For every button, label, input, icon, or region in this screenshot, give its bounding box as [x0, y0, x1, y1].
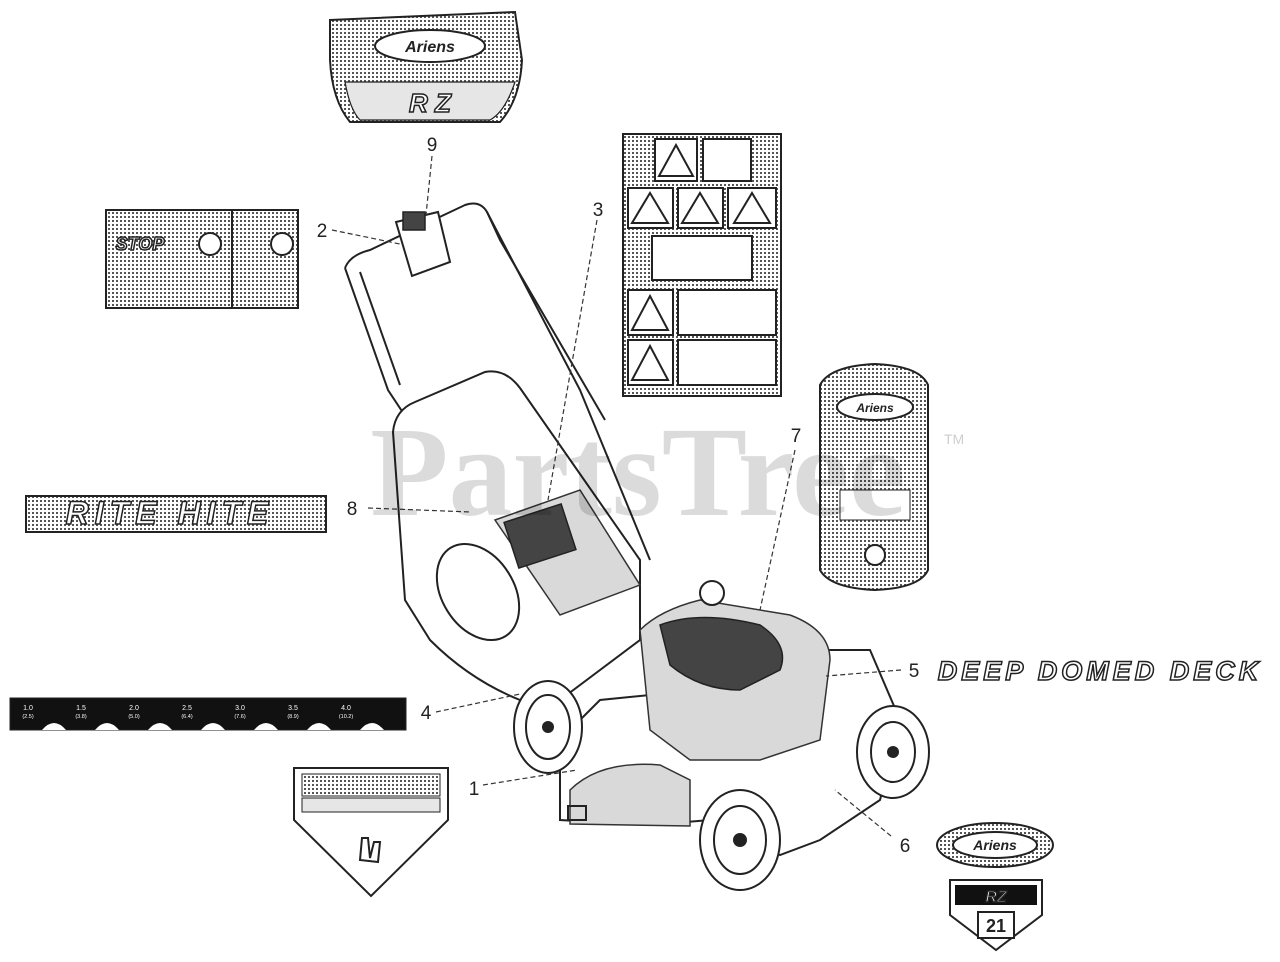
height-mark-metric-label: (10.2) [339, 714, 354, 720]
height-mark-label: 3.5 [288, 705, 298, 712]
stop-label: STOP [116, 234, 166, 254]
deck-warning-decal[interactable] [293, 767, 449, 898]
height-notch [360, 723, 384, 730]
brand-logo-oval [374, 29, 486, 63]
front-bumper [569, 763, 691, 827]
callout-8[interactable]: 8 [347, 499, 358, 520]
rite-hite-text: RITE HITE [66, 495, 275, 531]
badge-logo-text: Ariens [972, 837, 1017, 853]
height-notch [307, 723, 331, 730]
engine-run-icon [270, 232, 294, 256]
engine-shroud [659, 616, 784, 691]
height-notch [201, 723, 225, 730]
height-mark-metric-label: (3.8) [75, 714, 86, 720]
engine-icon [198, 232, 222, 256]
watermark: PartsTree TM [370, 401, 964, 543]
height-notch [95, 723, 119, 730]
height-mark-label: 4.0 [341, 705, 351, 712]
warning-triangle-icon [657, 142, 695, 177]
height-mark-metric-label: (7.6) [234, 714, 245, 720]
deep-domed-deck-text: DEEP DOMED DECK [938, 656, 1263, 686]
hazard-icon-3 [732, 191, 772, 224]
hazard-icon-1 [630, 191, 670, 224]
height-notch [254, 723, 278, 730]
callout-labels: 9 2 3 4 5 6 7 8 1 [317, 135, 920, 857]
warning-decal[interactable] [622, 133, 782, 397]
hazard-icon-2 [680, 191, 720, 224]
height-mark-metric-label: (2.5) [22, 714, 33, 720]
height-mark-label: 1.0 [23, 705, 33, 712]
watermark-text: PartsTree [370, 401, 905, 543]
watermark-tm: TM [944, 431, 964, 447]
height-mark-label: 2.5 [182, 705, 192, 712]
hazard-icon-5 [630, 343, 670, 381]
callout-2[interactable]: 2 [317, 221, 328, 242]
shroud-circle-icon [864, 544, 886, 566]
brand-logo-text: Ariens [404, 39, 455, 56]
handle-right [344, 202, 651, 561]
height-mark-label: 2.0 [129, 705, 139, 712]
front-right-wheel [856, 705, 930, 799]
rz-mark: R Z [409, 88, 452, 118]
brand-shield-decal[interactable]: Ariens R Z [329, 10, 524, 123]
height-scale-decal[interactable]: 1.0 (2.5) 1.5 (3.8) 2.0 (5.0) 2.5 (6.4) 3.0 (7.6)… [9, 697, 407, 731]
mower-illustration[interactable] [344, 202, 930, 891]
rite-hite-decal[interactable]: RITE HITE [25, 494, 327, 533]
front-left-wheel [699, 789, 781, 891]
height-mark-metric-label: (6.4) [181, 714, 192, 720]
callout-6[interactable]: 6 [900, 836, 911, 857]
leader-lines [331, 155, 902, 837]
pictogram-panel-1 [677, 289, 777, 336]
height-notch [148, 723, 172, 730]
callout-4[interactable]: 4 [421, 703, 432, 724]
callout-7[interactable]: 7 [791, 426, 802, 447]
hazard-icon-4 [630, 293, 670, 331]
hand-hazard-icon [358, 837, 382, 864]
height-mark-metric-label: (8.9) [287, 714, 298, 720]
height-mark-label: 3.0 [235, 705, 245, 712]
shroud-logo-text: Ariens [855, 401, 894, 415]
model-number: 21 [986, 916, 1006, 936]
height-mark-label: 1.5 [76, 705, 86, 712]
engine-shroud-decal[interactable]: Ariens [819, 362, 929, 592]
callout-9[interactable]: 9 [427, 135, 438, 156]
pictogram-panel-2 [677, 339, 777, 386]
height-notch [42, 723, 66, 730]
fuel-cap [699, 580, 725, 606]
deep-domed-deck-decal[interactable]: DEEP DOMED DECK [937, 655, 1263, 687]
callout-3[interactable]: 3 [593, 200, 604, 221]
control-decal[interactable]: STOP [105, 209, 299, 309]
callout-1[interactable]: 1 [469, 779, 480, 800]
callout-5[interactable]: 5 [909, 661, 920, 682]
height-mark-metric-label: (5.0) [128, 714, 139, 720]
instruction-icons-panel [651, 235, 753, 281]
rear-left-wheel [513, 680, 583, 774]
model-badge-decal[interactable]: Ariens RZ 21 [936, 822, 1054, 952]
badge-rz-mark: RZ [985, 889, 1008, 906]
